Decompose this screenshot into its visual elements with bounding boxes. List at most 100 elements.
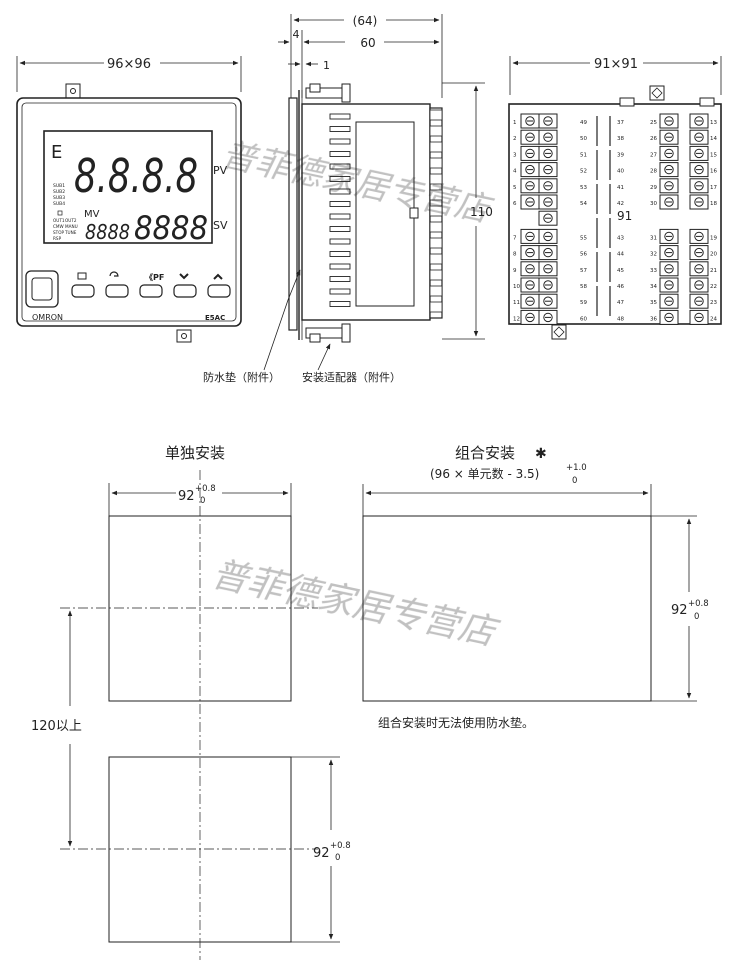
vent-slot (329, 163, 351, 170)
sub2-indicator: SUB2 (53, 189, 65, 195)
rear-dim-label: 91×91 (594, 57, 638, 72)
terminal-number: 2 (513, 136, 517, 142)
middle-right-terminal-number: 47 (617, 300, 624, 306)
terminal-number: 33 (650, 268, 657, 274)
side-terminal-tooth (429, 301, 443, 313)
cmw-indicator: CMW (53, 224, 64, 229)
terminal-number: 22 (710, 284, 717, 290)
sub1-indicator: SUB1 (53, 183, 65, 189)
output-indicator-stack: OUT1 OUT2 CMW MANU STOP TUNE RSP (53, 218, 78, 241)
group-mounting-diagram: 组合安装 ✱ (96 × 单元数 - 3.5) +1.0 0 92 +0.8 0… (362, 444, 709, 730)
terminal-number: 11 (513, 300, 520, 306)
side-terminal-tooth (429, 253, 443, 265)
vent-slot (329, 276, 351, 282)
terminal-number: 28 (650, 169, 657, 175)
terminal-number: 30 (650, 201, 657, 207)
terminal-number: 1 (513, 120, 517, 126)
terminal-number: 5 (513, 185, 517, 191)
side-terminal-tooth (429, 285, 443, 297)
mode-key-symbol (109, 271, 119, 277)
vent-slot (329, 226, 351, 232)
middle-right-terminal-number: 37 (617, 120, 624, 126)
middle-right-terminal-number: 41 (617, 185, 624, 191)
front-keys (71, 284, 231, 298)
terminal-number: 16 (710, 169, 717, 175)
middle-left-terminal-number: 50 (580, 136, 587, 142)
side-terminal-tooth (429, 221, 443, 233)
terminal-number: 29 (650, 185, 657, 191)
pf-key (139, 284, 163, 298)
dim-60-label: 60 (360, 36, 375, 50)
terminal-number: 18 (710, 201, 717, 207)
vent-slot (329, 238, 351, 245)
terminal-number: 25 (650, 120, 657, 126)
terminal-number: 27 (650, 152, 657, 158)
level-key-symbol (77, 272, 87, 280)
side-terminal-tooth (429, 141, 443, 153)
terminal-number: 14 (710, 136, 717, 142)
vent-slot (329, 113, 351, 120)
out1-indicator: OUT1 (53, 218, 65, 223)
single-width-tol-zero: 0 (200, 496, 205, 506)
front-panel-edge (288, 97, 298, 331)
group-mount-note: 组合安装时无法使用防水垫。 (378, 715, 534, 730)
side-terminal-tooth (429, 205, 443, 217)
front-width-label: 96×96 (107, 57, 151, 72)
rsp-indicator: RSP (53, 236, 62, 241)
tune-indicator: TUNE (64, 230, 77, 235)
middle-left-terminal-number: 52 (580, 169, 587, 175)
dim-110-label: 110 (470, 205, 493, 219)
terminal-number: 26 (650, 136, 657, 142)
group-formula-tol-plus: +1.0 (566, 463, 587, 473)
side-terminal-tooth (429, 109, 443, 121)
manu-indicator: MANU (65, 224, 78, 229)
vent-slot (329, 213, 351, 220)
middle-right-terminal-number: 46 (617, 284, 624, 290)
vent-slot (329, 138, 351, 145)
terminal-number: 31 (650, 235, 657, 241)
terminal-number: 35 (650, 300, 657, 306)
single-height-tol-zero: 0 (335, 853, 340, 863)
mv-label: MV (84, 209, 100, 220)
middle-right-terminal-number: 43 (617, 235, 624, 241)
group-height-tol-plus: +0.8 (688, 599, 709, 609)
level-key (71, 284, 95, 298)
middle-left-terminal-number: 56 (580, 252, 587, 258)
mv-digits: 8888 (85, 220, 130, 244)
terminal-number: 36 (650, 316, 657, 322)
middle-left-terminal-number: 58 (580, 284, 587, 290)
middle-right-terminal-number: 48 (617, 316, 624, 322)
down-key (173, 284, 197, 298)
rear-inner-dim: 91 (617, 209, 632, 223)
middle-right-terminal-number: 39 (617, 152, 624, 158)
terminal-number: 21 (710, 268, 717, 274)
middle-left-terminal-number: 51 (580, 152, 587, 158)
side-terminal-tooth (429, 157, 443, 169)
out2-indicator: OUT2 (65, 218, 77, 223)
group-cutout (362, 515, 652, 702)
terminal-number: 19 (710, 235, 717, 241)
vent-slots (329, 113, 351, 307)
middle-left-terminal-number: 54 (580, 201, 587, 207)
vent-slot (329, 151, 351, 157)
group-mount-asterisk: ✱ (535, 446, 547, 462)
mode-key (105, 284, 129, 298)
single-height-tol-plus: +0.8 (330, 841, 351, 851)
vent-slot (329, 126, 351, 132)
sub3-indicator: SUB3 (53, 195, 65, 201)
dim-1-label: 1 (323, 59, 330, 72)
middle-left-terminal-number: 55 (580, 235, 587, 241)
group-formula: (96 × 单元数 - 3.5) (430, 466, 539, 481)
group-formula-tol-zero: 0 (572, 476, 577, 486)
vent-slot (329, 201, 351, 207)
group-mount-title: 组合安装 (455, 444, 515, 462)
middle-left-terminal-number: 59 (580, 300, 587, 306)
single-width-base: 92 (178, 489, 195, 504)
single-mounting-diagram: 单独安装 92 +0.8 0 120以上 92 +0.8 0 (31, 444, 351, 960)
stop-indicator: STOP (53, 230, 65, 235)
sv-digits: 8888 (134, 209, 208, 247)
controller-housing (301, 103, 431, 321)
up-arrow-icon (213, 273, 223, 280)
sv-label: SV (213, 219, 228, 232)
terminal-number: 23 (710, 300, 717, 306)
